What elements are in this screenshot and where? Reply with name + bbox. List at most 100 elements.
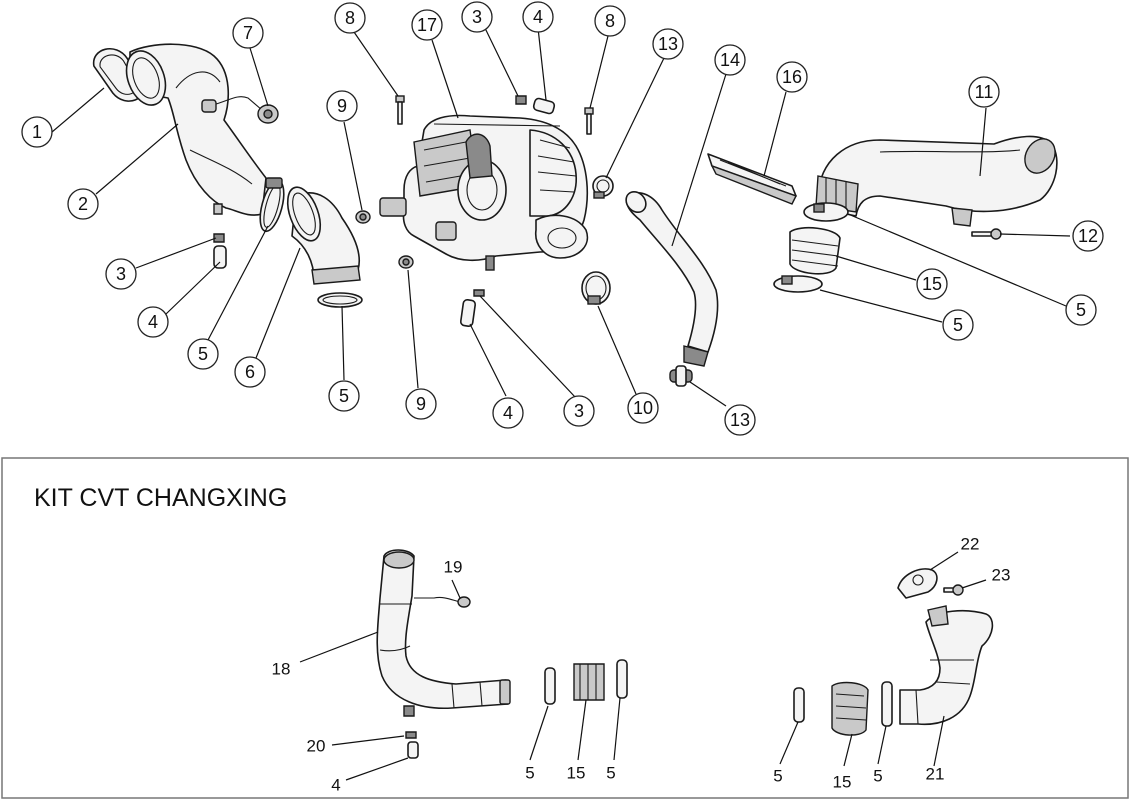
kit-label-15: 15 — [833, 773, 852, 792]
part-clamp-5-left — [259, 177, 285, 233]
part-clamp-plug-left — [213, 233, 227, 269]
upper-assembly: 1 2 3 4 5 6 7 5 8 9 9 17 3 4 8 4 3 13 10… — [21, 1, 1104, 436]
callout-4: 4 — [137, 306, 169, 338]
kit-leader-lines — [299, 551, 987, 781]
kit-label-22: 22 — [961, 535, 980, 554]
part-nut-9 — [355, 210, 414, 269]
part-kit-bolt-23 — [943, 584, 964, 596]
part-tube-clamp-13 — [669, 365, 693, 387]
part-filter-16 — [707, 153, 797, 205]
part-elbow-hose-6 — [286, 186, 361, 285]
kit-labels: 19 18 20 4 5 15 5 22 23 5 15 5 21 — [272, 535, 1011, 795]
callout-8: 8 — [334, 2, 366, 34]
svg-text:1: 1 — [32, 122, 42, 142]
upper-callouts: 1 2 3 4 5 6 7 5 8 9 9 17 3 4 8 4 3 13 10… — [21, 1, 1104, 436]
part-kit-duct-18 — [376, 549, 511, 717]
svg-text:8: 8 — [345, 8, 355, 28]
part-couplers-right — [773, 202, 849, 293]
svg-text:5: 5 — [1076, 300, 1086, 320]
kit-label-19: 19 — [444, 558, 463, 577]
svg-text:7: 7 — [243, 23, 253, 43]
svg-text:8: 8 — [605, 11, 615, 31]
callout-1: 1 — [21, 116, 53, 148]
svg-text:3: 3 — [472, 7, 482, 27]
callout-14: 14 — [714, 44, 746, 76]
kit-label-4: 4 — [331, 776, 340, 795]
part-hose-clamp-10 — [581, 271, 611, 305]
part-kit-duct-21 — [899, 605, 994, 726]
svg-text:15: 15 — [922, 274, 942, 294]
svg-text:5: 5 — [198, 344, 208, 364]
callout-3: 3 — [563, 395, 595, 427]
kit-label-5: 5 — [525, 764, 534, 783]
callout-6: 6 — [234, 356, 266, 388]
kit-label-18: 18 — [272, 660, 291, 679]
callout-4: 4 — [522, 1, 554, 33]
svg-text:5: 5 — [953, 315, 963, 335]
callout-13: 13 — [724, 404, 756, 436]
part-intake-duct-2 — [125, 43, 267, 216]
callout-5: 5 — [328, 380, 360, 412]
callout-16: 16 — [776, 61, 808, 93]
callout-8: 8 — [594, 5, 626, 37]
callout-13: 13 — [652, 28, 684, 60]
part-clamp-plug-top — [515, 95, 556, 115]
part-small-clamp-13 — [592, 175, 614, 199]
svg-text:3: 3 — [574, 401, 584, 421]
kit-label-5: 5 — [873, 767, 882, 786]
callout-5: 5 — [1065, 294, 1097, 326]
part-grommet-7 — [257, 104, 279, 124]
callout-5: 5 — [187, 338, 219, 370]
part-kit-couplers-right — [793, 681, 893, 736]
part-clamp-plug-bottom — [459, 289, 485, 327]
part-bolt-12 — [971, 228, 1002, 240]
kit-panel: KIT CVT CHANGXING — [1, 457, 1129, 799]
callout-15: 15 — [916, 268, 948, 300]
part-bolt-8 — [395, 95, 594, 135]
callout-2: 2 — [67, 188, 99, 220]
part-kit-bracket-22 — [897, 568, 938, 599]
callout-7: 7 — [232, 17, 264, 49]
svg-text:16: 16 — [782, 67, 802, 87]
callout-3: 3 — [461, 1, 493, 33]
part-airbox-17 — [379, 114, 589, 271]
svg-text:10: 10 — [633, 398, 653, 418]
kit-label-5: 5 — [606, 764, 615, 783]
callout-3: 3 — [105, 258, 137, 290]
callout-10: 10 — [627, 392, 659, 424]
part-clamp-5-bottom — [317, 292, 363, 308]
svg-text:4: 4 — [503, 403, 513, 423]
svg-text:14: 14 — [720, 50, 740, 70]
callout-9: 9 — [405, 388, 437, 420]
callout-11: 11 — [968, 76, 1000, 108]
kit-title: KIT CVT CHANGXING — [34, 484, 287, 512]
kit-frame — [1, 457, 1129, 799]
svg-text:4: 4 — [148, 312, 158, 332]
part-outlet-duct-11 — [815, 135, 1058, 227]
svg-text:6: 6 — [245, 362, 255, 382]
svg-text:9: 9 — [416, 394, 426, 414]
svg-text:13: 13 — [658, 34, 678, 54]
upper-leader-lines — [51, 25, 1071, 407]
callout-12: 12 — [1072, 220, 1104, 252]
svg-text:11: 11 — [975, 82, 994, 102]
svg-text:17: 17 — [417, 15, 437, 35]
kit-label-15: 15 — [567, 764, 586, 783]
kit-label-5: 5 — [773, 767, 782, 786]
callout-17: 17 — [411, 9, 443, 41]
part-kit-couplers-middle — [544, 659, 628, 705]
svg-text:13: 13 — [730, 410, 750, 430]
svg-text:12: 12 — [1078, 226, 1098, 246]
callout-4: 4 — [492, 397, 524, 429]
svg-text:2: 2 — [78, 194, 88, 214]
part-kit-clamp-plug-20-4 — [405, 731, 419, 759]
svg-text:5: 5 — [339, 386, 349, 406]
kit-label-20: 20 — [307, 737, 326, 756]
callout-5: 5 — [942, 309, 974, 341]
svg-text:4: 4 — [533, 7, 543, 27]
svg-text:9: 9 — [337, 96, 347, 116]
callout-9: 9 — [326, 90, 358, 122]
part-drain-tube-14 — [625, 190, 719, 367]
kit-label-23: 23 — [992, 566, 1011, 585]
